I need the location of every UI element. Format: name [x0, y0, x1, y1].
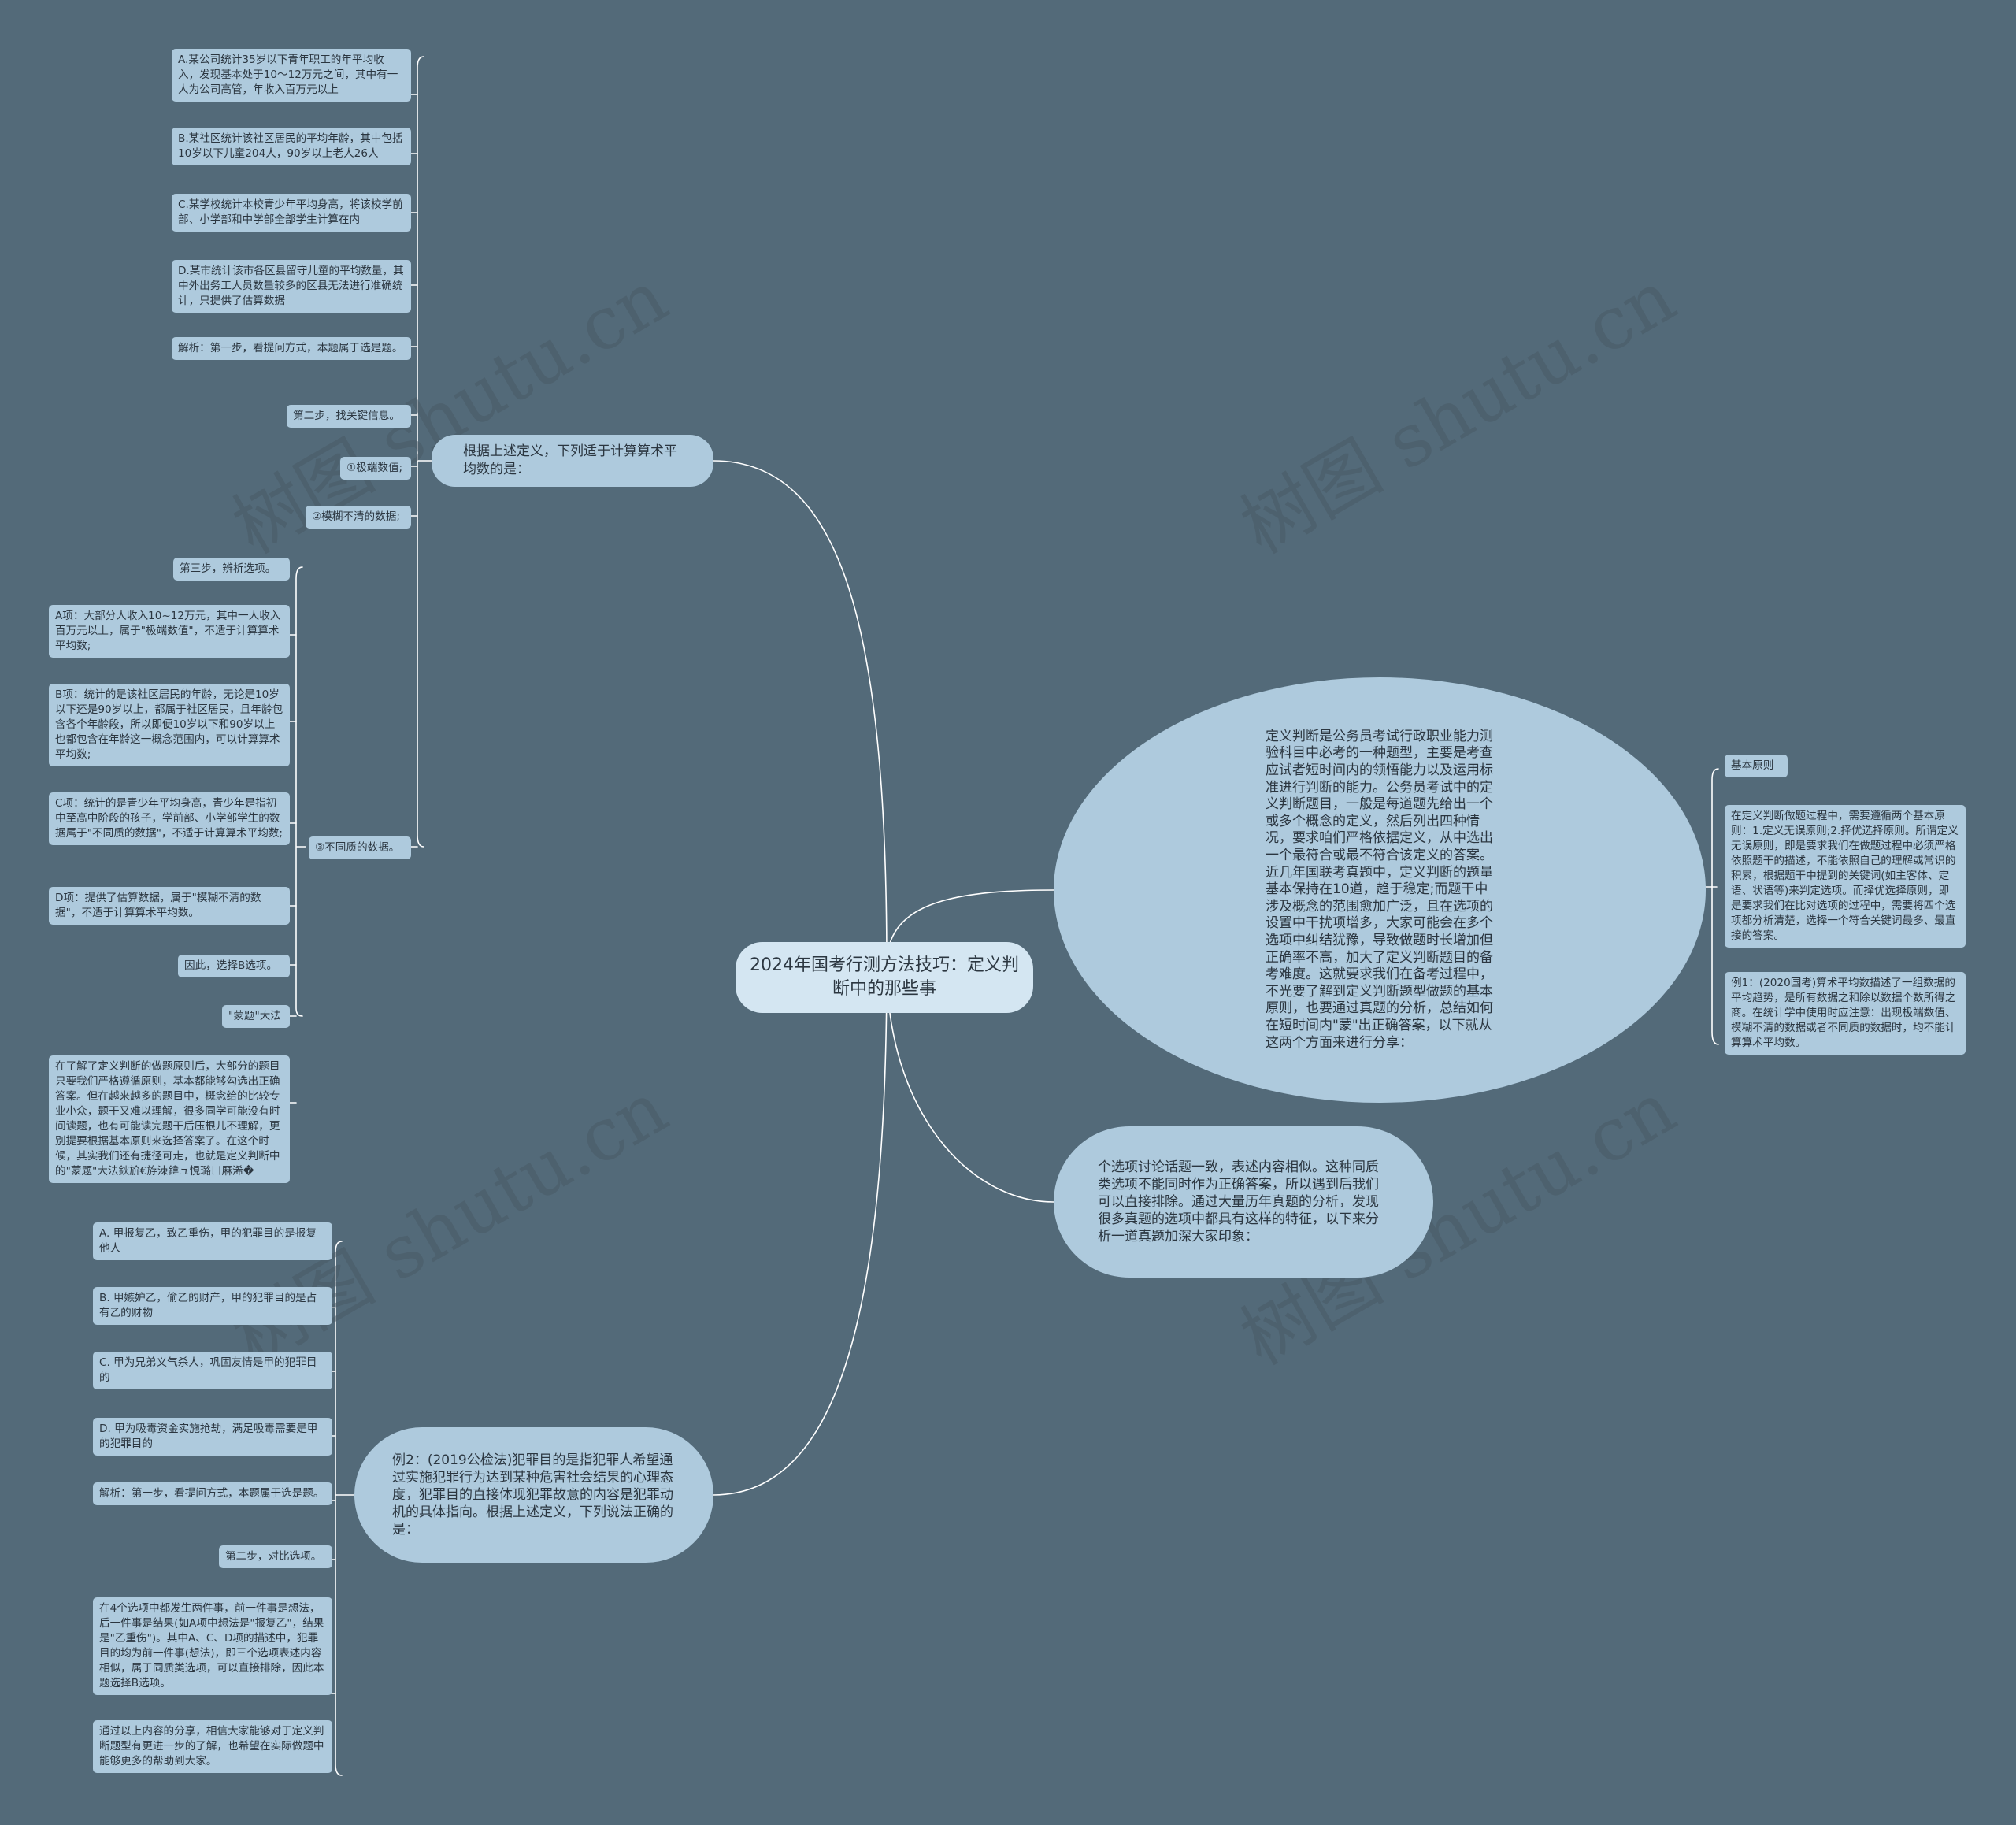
link-ex2-bracket	[335, 1241, 355, 1776]
leaf-basic-principle[interactable]: 在定义判断做题过程中，需要遵循两个基本原则：1.定义无误原则;2.择优选择原则。…	[1725, 805, 1966, 948]
leaf-q1-option-c[interactable]: C.某学校统计本校青少年平均身高，将该校学前部、小学部和中学部全部学生计算在内	[172, 194, 411, 232]
leaf-example1[interactable]: 例1：(2020国考)算术平均数描述了一组数据的平均趋势，是所有数据之和除以数据…	[1725, 972, 1966, 1055]
leaf-q1-option-a[interactable]: A.某公司统计35岁以下青年职工的年平均收入，发现基本处于10～12万元之间，其…	[172, 49, 411, 102]
leaf-basic-principle-title[interactable]: 基本原则	[1725, 755, 1788, 777]
leaf-ex2-option-c[interactable]: C. 甲为兄弟义气杀人，巩固友情是甲的犯罪目的	[93, 1352, 332, 1389]
leaf-ex2-option-a[interactable]: A. 甲报复乙，致乙重伤，甲的犯罪目的是报复他人	[93, 1222, 332, 1260]
leaf-q1-meng-text[interactable]: 在了解了定义判断的做题原则后，大部分的题目只要我们严格遵循原则，基本都能够勾选出…	[49, 1055, 290, 1183]
link-ex2-ticks	[328, 1307, 336, 1694]
leaf-ex2-option-b[interactable]: B. 甲嫉妒乙，偷乙的财产，甲的犯罪目的是占有乙的财物	[93, 1287, 332, 1325]
root-title: 2024年国考行测方法技巧：定义判断中的那些事	[750, 955, 1019, 999]
leaf-q1-step3[interactable]: 第三步，辨析选项。	[173, 558, 290, 581]
leaf-ex2-step1[interactable]: 解析：第一步，看提问方式，本题属于选是题。	[93, 1482, 332, 1505]
link-root-q1	[713, 460, 888, 966]
branch-option[interactable]: 个选项讨论话题一致，表述内容相似。这种同质类选项不能同时作为正确答案，所以遇到后…	[1054, 1126, 1433, 1278]
branch-option-text: 个选项讨论话题一致，表述内容相似。这种同质类选项不能同时作为正确答案，所以遇到后…	[1098, 1159, 1379, 1244]
leaf-q1-answer[interactable]: 因此，选择B选项。	[178, 955, 290, 977]
branch-q1-text: 根据上述定义，下列适于计算算术平均数的是：	[463, 443, 677, 477]
leaf-q1-analysis-a[interactable]: A项：大部分人收入10~12万元，其中一人收入百万元以上，属于"极端数值"，不适…	[49, 605, 290, 658]
link-intro-children	[1705, 768, 1719, 1045]
leaf-q1-analysis-b[interactable]: B项：统计的是该社区居民的年龄，无论是10岁以下还是90岁以上，都属于社区居民，…	[49, 684, 290, 766]
leaf-q1-key1[interactable]: ①极端数值;	[340, 457, 411, 480]
leaf-ex2-analysis[interactable]: 在4个选项中都发生两件事，前一件事是想法，后一件事是结果(如A项中想法是"报复乙…	[93, 1597, 332, 1695]
leaf-q1-step1[interactable]: 解析：第一步，看提问方式，本题属于选是题。	[172, 337, 411, 360]
link-root-option	[886, 964, 1054, 1203]
branch-intro-text: 定义判断是公务员考试行政职业能力测验科目中必考的一种题型，主要是考查应试者短时间…	[1266, 728, 1493, 1051]
leaf-q1-key2[interactable]: ②模糊不清的数据;	[306, 506, 411, 529]
branch-ex2-text: 例2：(2019公检法)犯罪目的是指犯罪人希望通过实施犯罪行为达到某种危害社会结…	[392, 1452, 673, 1538]
leaf-q1-meng-title[interactable]: "蒙题"大法	[222, 1005, 290, 1028]
leaf-q1-analysis-c[interactable]: C项：统计的是青少年平均身高，青少年是指初中至高中阶段的孩子，学前部、小学部学生…	[49, 792, 290, 845]
leaf-q1-analysis-d[interactable]: D项：提供了估算数据，属于"模糊不清的数据"，不适于计算算术平均数。	[49, 887, 290, 925]
branch-ex2[interactable]: 例2：(2019公检法)犯罪目的是指犯罪人希望通过实施犯罪行为达到某种危害社会结…	[354, 1427, 713, 1563]
branch-intro[interactable]: 定义判断是公务员考试行政职业能力测验科目中必考的一种题型，主要是考查应试者短时间…	[1054, 677, 1706, 1103]
leaf-ex2-option-d[interactable]: D. 甲为吸毒资金实施抢劫，满足吸毒需要是甲的犯罪目的	[93, 1418, 332, 1456]
leaf-ex2-summary[interactable]: 通过以上内容的分享，相信大家能够对于定义判断题型有更进一步的了解，也希望在实际做…	[93, 1720, 332, 1773]
link-root-ex2	[713, 964, 888, 1496]
branch-q1[interactable]: 根据上述定义，下列适于计算算术平均数的是：	[432, 435, 713, 487]
link-q1-ticks	[410, 94, 418, 848]
leaf-q1-step2[interactable]: 第二步，找关键信息。	[287, 405, 411, 428]
root-topic[interactable]: 2024年国考行测方法技巧：定义判断中的那些事	[736, 942, 1033, 1013]
leaf-q1-option-b[interactable]: B.某社区统计该社区居民的平均年龄，其中包括10岁以下儿童204人，90岁以上老…	[172, 128, 411, 165]
leaf-ex2-step2[interactable]: 第二步，对比选项。	[219, 1545, 332, 1568]
link-k3-bracket	[295, 566, 306, 1017]
link-k3-ticks	[289, 634, 297, 1104]
leaf-q1-key3[interactable]: ③不同质的数据。	[309, 836, 411, 859]
leaf-q1-option-d[interactable]: D.某市统计该市各区县留守儿童的平均数量，其中外出务工人员数量较多的区县无法进行…	[172, 260, 411, 313]
